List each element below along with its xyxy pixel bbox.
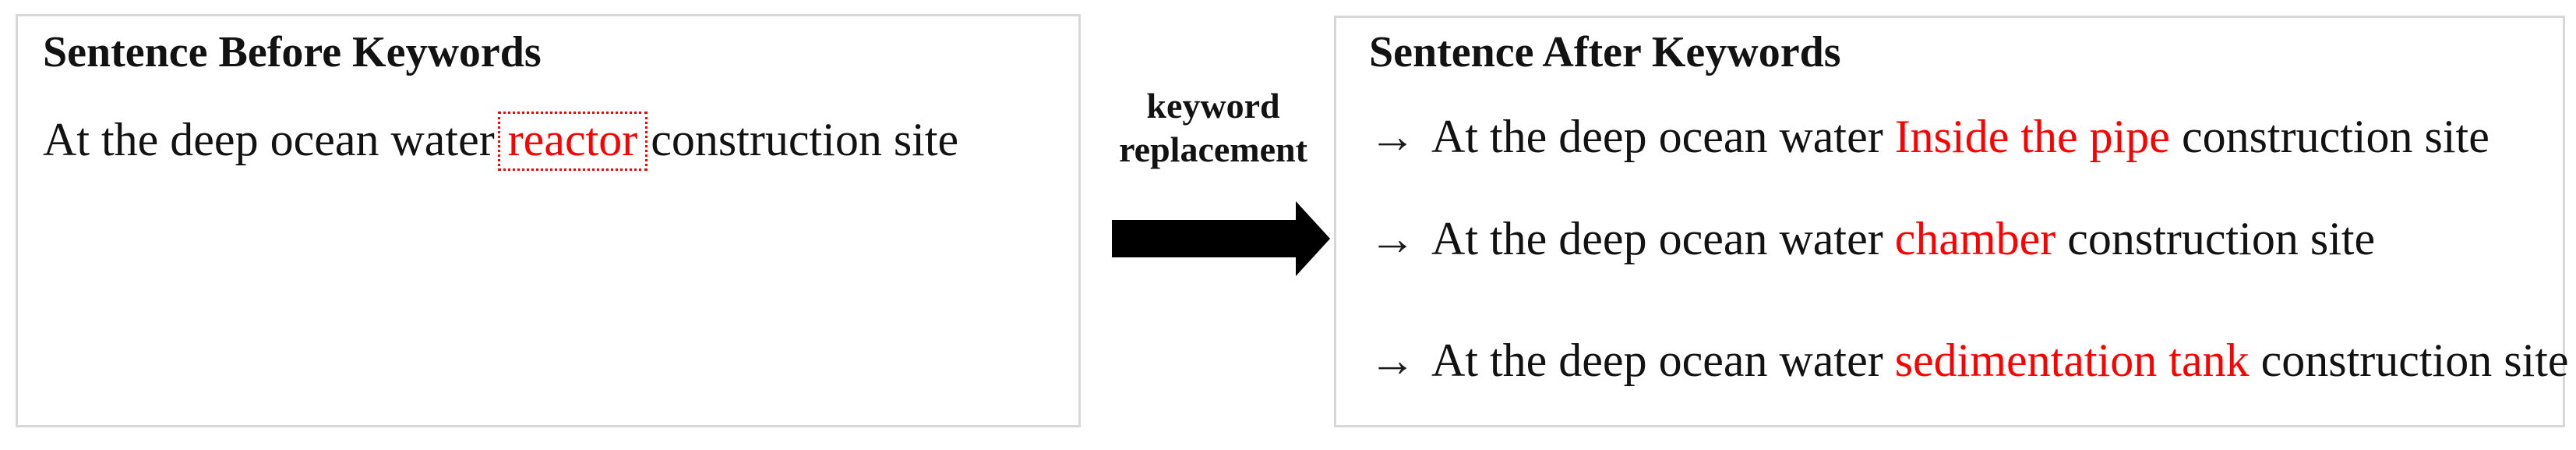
after-sentence-prefix: At the deep ocean water [1431, 111, 1883, 162]
right-arrow-icon [1112, 201, 1330, 276]
before-panel-title: Sentence Before Keywords [43, 28, 542, 76]
after-keywords-panel: Sentence After Keywords → At the deep oce… [1334, 16, 2569, 427]
after-sentence-row: → At the deep ocean water chamber constru… [1369, 210, 2375, 268]
row-arrow-icon: → [1369, 335, 1416, 386]
row-arrow-icon: → [1369, 111, 1416, 162]
replacement-keyword: chamber [1894, 213, 2056, 264]
replacement-keyword: Inside the pipe [1894, 111, 2170, 162]
transform-label: keyword replacement [1119, 86, 1307, 169]
before-keywords-panel: Sentence Before Keywords At the deep oce… [16, 14, 1081, 427]
after-sentence-prefix: At the deep ocean water [1431, 335, 1883, 386]
replacement-keyword: sedimentation tank [1894, 335, 2250, 386]
after-sentence-suffix: construction site [2067, 213, 2376, 264]
after-sentence-suffix: construction site [2260, 335, 2569, 386]
before-sentence-suffix: construction site [651, 114, 959, 165]
after-sentence-row: → At the deep ocean water sedimentation t… [1369, 331, 2569, 390]
after-panel-title: Sentence After Keywords [1369, 28, 1841, 76]
after-sentence-suffix: construction site [2181, 111, 2490, 162]
after-sentence-row: → At the deep ocean water Inside the pipe… [1369, 108, 2490, 166]
row-arrow-icon: → [1369, 213, 1416, 264]
after-sentence-prefix: At the deep ocean water [1431, 213, 1883, 264]
before-sentence-prefix: At the deep ocean water [43, 114, 495, 165]
keyword-highlight-box: reactor [497, 112, 648, 171]
